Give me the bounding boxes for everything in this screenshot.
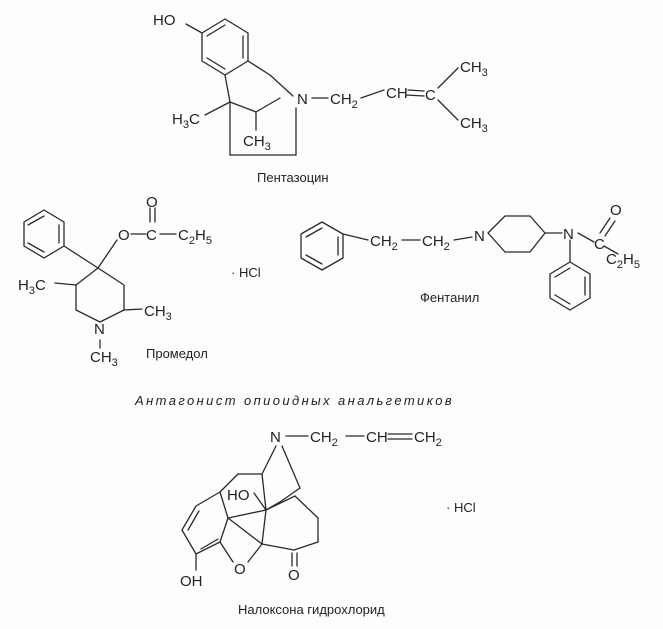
svg-text:N: N [297,91,308,108]
svg-text:O: O [610,202,622,219]
svg-text:CH2: CH2 [422,233,450,253]
pentazocine-ch3-bottom-subscript: 3 [482,123,488,135]
pentazocine-ho-label: HO [153,12,176,29]
fentanyl-ring-n-label: N [474,228,485,245]
promedol-c2h5-label: C [178,227,189,244]
svg-text:O: O [234,561,246,578]
naloxone-oh-label: OH [180,573,203,590]
pentazocine-caption: Пентазоцин [257,170,329,185]
pentazocine-h3c-label: H [172,111,183,128]
pentazocine-ch3-bottom-label: CH [460,115,482,132]
naloxone-ch2-a-label: CH [310,429,332,446]
promedol-h3c-subscript: 3 [29,285,35,297]
naloxone-ch2-b-subscript: 2 [436,437,442,449]
svg-text:CH2: CH2 [370,233,398,253]
promedol-c2h5-sub1: 2 [189,235,195,247]
promedol-c2h5-sub2: 5 [206,235,212,247]
pentazocine-ch-label: CH [386,85,408,102]
fentanyl-ch2-a-label: CH [370,233,392,250]
svg-text:C2H5: C2H5 [606,251,640,271]
fentanyl-structure: CH2 CH2 N N C O C2H5 Фентанил [300,202,640,311]
svg-text:CH3: CH3 [460,115,488,135]
svg-text:CH2: CH2 [414,429,442,449]
fentanyl-c2h5-h: H [623,251,634,268]
svg-text:C: C [594,236,605,253]
pentazocine-ch2-subscript: 2 [352,99,358,111]
svg-text:C2H5: C2H5 [178,227,212,247]
svg-text:CH2: CH2 [330,91,358,111]
pentazocine-h3c-carbon: C [189,111,200,128]
svg-text:N: N [94,321,105,338]
naloxone-caption: Налоксона гидрохлорид [238,602,385,617]
fentanyl-amide-c-label: C [594,236,605,253]
svg-text:CH3: CH3 [460,59,488,79]
pentazocine-ch2-label: CH [330,91,352,108]
fentanyl-amide-o-label: O [610,202,622,219]
pentazocine-n-label: N [297,91,308,108]
promedol-ester-o-label: O [118,227,130,244]
svg-text:CH: CH [386,85,408,102]
naloxone-bridge-o-label: O [234,561,246,578]
pentazocine-structure: HO N CH2 CH C CH3 CH3 H3C CH3 Пентазоцин [153,12,488,185]
fentanyl-c2h5-sub2: 5 [634,259,640,271]
fentanyl-c2h5-label: C [606,251,617,268]
pentazocine-c-label: C [425,87,436,104]
svg-text:H3C: H3C [18,277,46,297]
promedol-carbonyl-c-label: C [146,227,157,244]
svg-text:HO: HO [227,487,250,504]
section-heading: Антагонист опиоидных анальгетиков [134,393,454,408]
naloxone-structure: N CH2 CH CH2 HO OH O O · HCl Налоксона г… [180,429,476,617]
pentazocine-h3c-subscript: 3 [183,119,189,131]
promedol-structure: O C O C2H5 H3C CH3 N CH3 · HCl Промедол [18,194,261,369]
fentanyl-amide-n-label: N [563,226,574,243]
naloxone-ho-inner-label: HO [227,487,250,504]
promedol-c2h5-h: H [195,227,206,244]
pentazocine-ch3-ring-subscript: 3 [265,141,271,153]
svg-text:CH: CH [366,429,388,446]
fentanyl-ch2-a-subscript: 2 [392,241,398,253]
pentazocine-ch3-top-subscript: 3 [482,67,488,79]
naloxone-salt: · HCl [446,500,476,515]
svg-text:N: N [563,226,574,243]
promedol-carbonyl-o-label: O [146,194,158,211]
svg-text:CH2: CH2 [310,429,338,449]
svg-text:H3C: H3C [172,111,200,131]
promedol-ch3-right-label: CH [144,303,166,320]
svg-text:O: O [288,567,300,584]
svg-text:CH3: CH3 [90,349,118,369]
naloxone-ch-label: CH [366,429,388,446]
promedol-ch3-n-subscript: 3 [112,357,118,369]
naloxone-keto-o-label: O [288,567,300,584]
svg-text:CH3: CH3 [144,303,172,323]
fentanyl-ch2-b-label: CH [422,233,444,250]
promedol-caption: Промедол [146,346,208,361]
svg-text:OH: OH [180,573,203,590]
pentazocine-ch3-ring-label: CH [243,133,265,150]
fentanyl-caption: Фентанил [420,290,479,305]
svg-text:N: N [270,429,281,446]
svg-text:HO: HO [153,12,176,29]
promedol-n-label: N [94,321,105,338]
svg-text:O: O [146,194,158,211]
naloxone-ch2-a-subscript: 2 [332,437,338,449]
pentazocine-ch3-top-label: CH [460,59,482,76]
svg-text:CH3: CH3 [243,133,271,153]
promedol-ch3-n-label: CH [90,349,112,366]
svg-text:N: N [474,228,485,245]
svg-text:O: O [118,227,130,244]
naloxone-ch2-b-label: CH [414,429,436,446]
svg-text:C: C [146,227,157,244]
promedol-ch3-right-subscript: 3 [166,311,172,323]
fentanyl-c2h5-sub1: 2 [617,259,623,271]
naloxone-n-label: N [270,429,281,446]
svg-text:C: C [425,87,436,104]
promedol-h3c-carbon: C [35,277,46,294]
promedol-h3c-label: H [18,277,29,294]
promedol-salt: · HCl [231,265,261,280]
fentanyl-ch2-b-subscript: 2 [444,241,450,253]
